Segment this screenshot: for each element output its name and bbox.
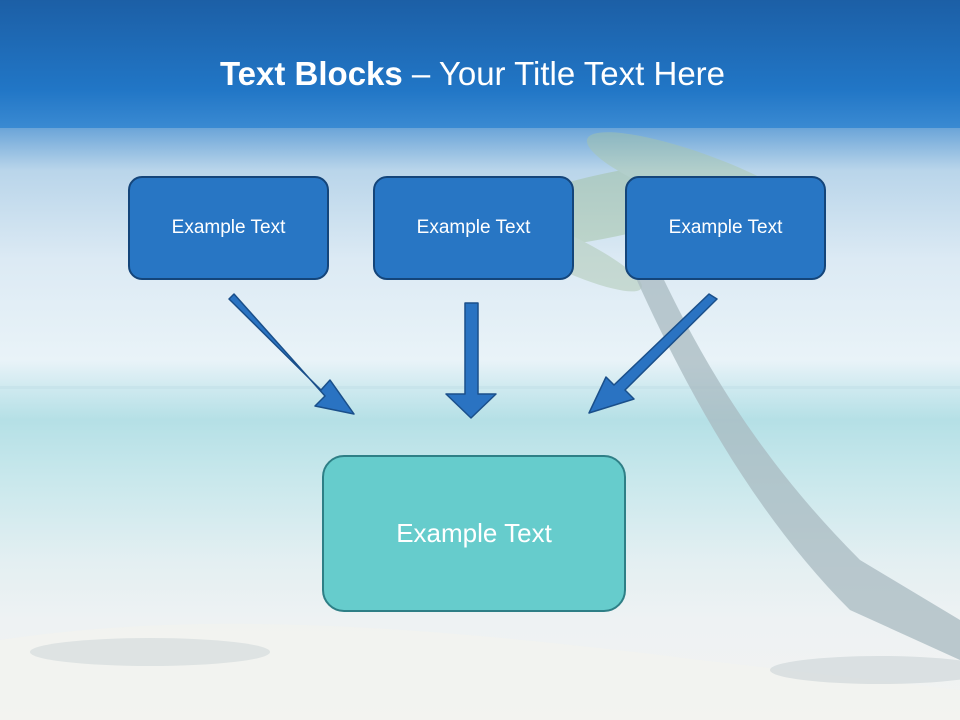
title-bold: Text Blocks — [219, 55, 403, 92]
text-block-2: Example Text — [373, 176, 574, 280]
arrow-down-icon — [445, 302, 497, 419]
arrow-left-icon — [228, 293, 355, 415]
text-block-3: Example Text — [625, 176, 826, 280]
text-block-1-label: Example Text — [171, 217, 286, 238]
result-block-label: Example Text — [396, 518, 552, 548]
header-band — [0, 0, 960, 128]
text-block-1: Example Text — [128, 176, 329, 280]
result-block: Example Text — [322, 455, 626, 612]
palm-trunk — [630, 250, 960, 660]
text-block-3-label: Example Text — [668, 217, 783, 238]
slide-title: Text Blocks – Your Title Text Here — [0, 55, 945, 93]
text-block-2-label: Example Text — [416, 217, 531, 238]
title-rest: Your Title Text Here — [438, 55, 726, 92]
arrow-right-icon — [588, 293, 718, 414]
title-dash: – — [402, 55, 439, 92]
